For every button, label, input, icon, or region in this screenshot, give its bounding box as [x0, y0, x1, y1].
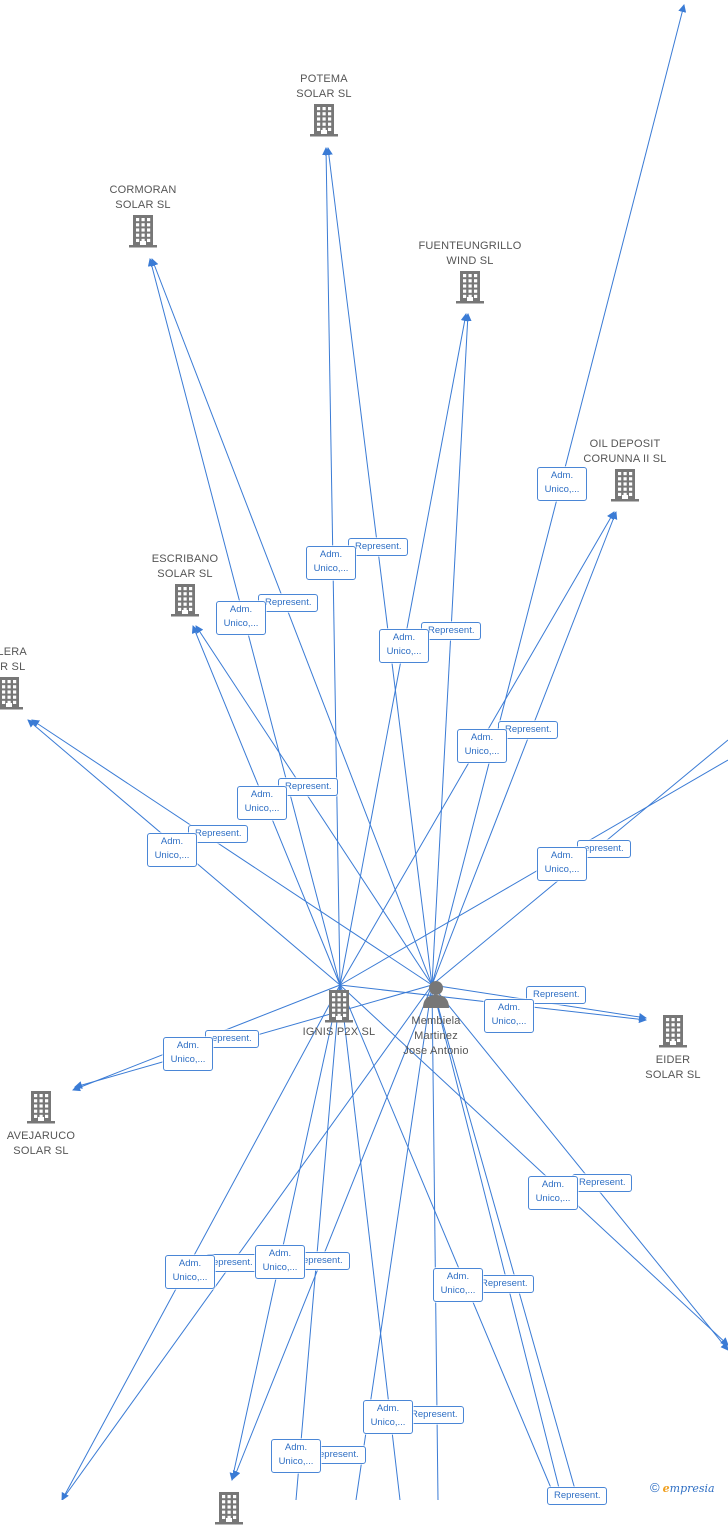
building-icon [274, 988, 404, 1024]
person-name: Membiela Martinez Jose Antonio [403, 1015, 469, 1057]
adm-unico-label[interactable]: Adm. Unico,... [457, 729, 507, 763]
company-node-oil-deposit[interactable]: OIL DEPOSIT CORUNNA II SL [560, 437, 690, 503]
adm-unico-label[interactable]: Adm. Unico,... [147, 833, 197, 867]
adm-unico-label[interactable]: Adm. Unico,... [528, 1176, 578, 1210]
represent-label[interactable]: Represent. [572, 1174, 633, 1192]
building-icon [0, 675, 74, 711]
relationship-edge-12 [31, 719, 433, 986]
company-node-bottom-partial[interactable] [164, 1490, 294, 1526]
building-icon [405, 269, 535, 305]
adm-unico-label[interactable]: Adm. Unico,... [484, 999, 534, 1033]
relationship-edge-22 [61, 984, 433, 1500]
relationship-edge-24 [232, 984, 433, 1479]
represent-label[interactable]: Represent. [188, 825, 249, 843]
company-name-potema: POTEMA SOLAR SL [296, 73, 352, 100]
company-node-fuenteungrillo[interactable]: FUENTEUNGRILLO WIND SL [405, 239, 535, 305]
building-icon [164, 1490, 294, 1526]
adm-unico-label[interactable]: Adm. Unico,... [165, 1255, 215, 1289]
adm-unico-label[interactable]: Adm. Unico,... [237, 786, 287, 820]
brand-logo: empresia [662, 1482, 715, 1495]
adm-unico-label[interactable]: Adm. Unico,... [306, 546, 356, 580]
company-name-avejaruco: AVEJARUCO SOLAR SL [6, 1130, 76, 1157]
adm-unico-label[interactable]: Adm. Unico,... [379, 629, 429, 663]
relationship-edge-30 [431, 984, 579, 1500]
represent-label[interactable]: epresent. [205, 1030, 259, 1048]
person-node-membiela[interactable]: Membiela Martinez Jose Antonio [371, 978, 501, 1059]
relationship-edge-19 [339, 984, 728, 1346]
relationship-edge-5 [431, 313, 472, 986]
company-name-oil-deposit: OIL DEPOSIT CORUNNA II SL [583, 438, 667, 465]
relationship-edge-23 [229, 984, 341, 1481]
represent-label[interactable]: epresent. [577, 840, 631, 858]
represent-label[interactable]: Represent. [526, 986, 587, 1004]
copyright-brand[interactable]: © empresia [650, 1480, 715, 1495]
adm-unico-label[interactable]: Adm. Unico,... [537, 847, 587, 881]
company-node-eider[interactable]: EIDER SOLAR SL [608, 1013, 728, 1083]
represent-label[interactable]: Represent. [498, 721, 559, 739]
adm-unico-label[interactable]: Adm. Unico,... [363, 1400, 413, 1434]
adm-unico-label[interactable]: Adm. Unico,... [216, 601, 266, 635]
represent-label[interactable]: Represent. [278, 778, 339, 796]
relationship-edge-31 [431, 984, 563, 1500]
adm-unico-label[interactable]: Adm. Unico,... [271, 1439, 321, 1473]
adm-unico-label[interactable]: Adm. Unico,... [537, 467, 587, 501]
adm-unico-label[interactable]: Adm. Unico,... [433, 1268, 483, 1302]
company-name-cormoran: CORMORAN SOLAR SL [109, 184, 177, 211]
company-node-potema[interactable]: POTEMA SOLAR SL [259, 72, 389, 138]
company-name-ignis: IGNIS P2X SL [302, 1026, 376, 1038]
building-icon [78, 213, 208, 249]
adm-unico-label[interactable]: Adm. Unico,... [255, 1245, 305, 1279]
company-node-ignis[interactable]: IGNIS P2X SL [274, 988, 404, 1040]
company-node-avejaruco[interactable]: AVEJARUCO SOLAR SL [0, 1089, 106, 1159]
relationship-edge-3 [150, 258, 433, 986]
relationship-edge-25 [295, 984, 341, 1500]
represent-label[interactable]: Represent. [474, 1275, 535, 1293]
relationship-edge-20 [431, 984, 728, 1351]
company-node-cormoran[interactable]: CORMORAN SOLAR SL [78, 183, 208, 249]
relationship-edge-21 [61, 984, 341, 1500]
relationship-edge-13 [339, 759, 728, 986]
relationship-edge-1 [324, 147, 433, 986]
copyright-symbol: © [650, 1480, 660, 1495]
building-icon [0, 1089, 106, 1125]
company-name-fuenteungrillo: FUENTEUNGRILLO WIND SL [418, 240, 522, 267]
company-node-escribano[interactable]: ESCRIBANO SOLAR SL [120, 552, 250, 618]
represent-label[interactable]: Represent. [348, 538, 409, 556]
company-name-escribano: ESCRIBANO SOLAR SL [151, 553, 219, 580]
building-icon [560, 467, 690, 503]
represent-label[interactable]: Represent. [421, 622, 482, 640]
person-icon [371, 978, 501, 1010]
adm-unico-label[interactable]: Adm. Unico,... [163, 1037, 213, 1071]
company-name-eider: EIDER SOLAR SL [645, 1054, 701, 1081]
relationship-edge-10 [195, 625, 433, 986]
represent-label[interactable]: Represent. [258, 594, 319, 612]
building-icon [259, 102, 389, 138]
relationship-edge-29 [339, 984, 557, 1500]
represent-label[interactable]: Represent. [404, 1406, 465, 1424]
relationship-edge-7 [431, 511, 618, 986]
building-icon [120, 582, 250, 618]
building-icon [608, 1013, 728, 1049]
represent-label[interactable]: Represent. [547, 1487, 608, 1505]
